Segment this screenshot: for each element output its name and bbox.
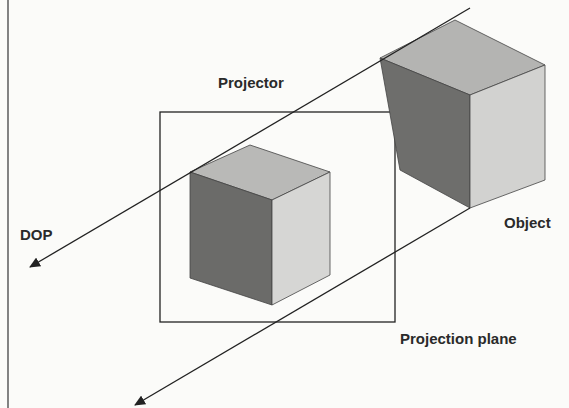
object-cube xyxy=(380,20,545,208)
projected-cube xyxy=(190,145,330,305)
margin-line xyxy=(7,0,8,408)
object-label: Object xyxy=(504,214,551,232)
projector-line xyxy=(30,8,470,267)
dop-label: DOP xyxy=(20,226,53,244)
projector-line xyxy=(135,208,470,405)
projection-plane xyxy=(160,112,395,322)
projection-plane-label: Projection plane xyxy=(400,330,517,348)
projector-label: Projector xyxy=(218,74,284,92)
